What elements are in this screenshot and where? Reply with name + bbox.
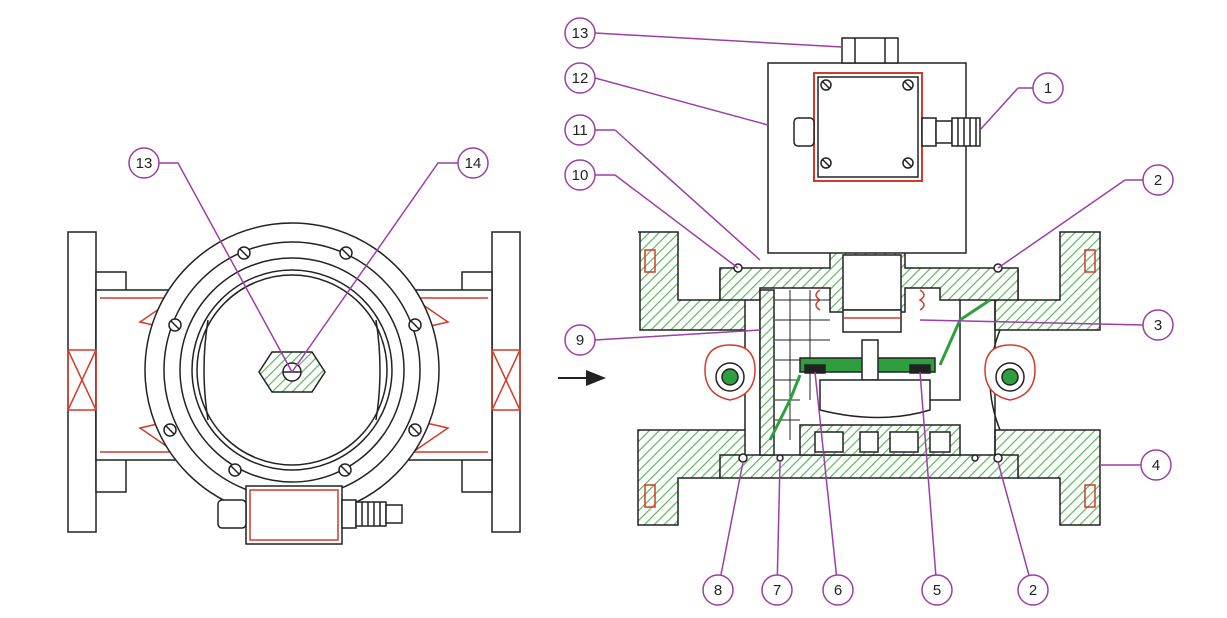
section-view — [637, 37, 1101, 526]
callout-right-3: 3 — [1142, 309, 1174, 341]
callout-right-4: 4 — [1140, 449, 1172, 481]
left-x-mark — [67, 349, 97, 411]
filter-element — [759, 289, 775, 456]
junction-box-bottom — [245, 485, 343, 545]
right-x-mark — [491, 349, 521, 411]
svg-text:6: 6 — [834, 582, 842, 599]
callout-left-14: 14 — [457, 147, 489, 179]
callout-right-8: 8 — [702, 574, 734, 606]
svg-text:2: 2 — [1029, 582, 1037, 599]
svg-text:7: 7 — [773, 582, 781, 599]
callout-right-2-bottom: 2 — [1017, 574, 1049, 606]
callout-left-13: 13 — [128, 147, 160, 179]
svg-text:5: 5 — [933, 582, 941, 599]
end-view — [67, 222, 521, 545]
svg-text:11: 11 — [572, 122, 588, 139]
svg-text:3: 3 — [1154, 317, 1162, 334]
left-flange-outer — [67, 231, 97, 533]
callout-right-7: 7 — [761, 574, 793, 606]
svg-text:13: 13 — [572, 25, 589, 42]
callout-right-9: 9 — [564, 324, 596, 356]
svg-text:4: 4 — [1152, 457, 1160, 474]
svg-text:8: 8 — [714, 582, 722, 599]
svg-text:2: 2 — [1154, 172, 1162, 189]
bolt-screws — [163, 246, 422, 477]
callout-right-2-top: 2 — [1142, 164, 1174, 196]
callout-right-13: 13 — [564, 17, 596, 49]
terminal-box — [813, 72, 923, 182]
right-flange-outer — [491, 231, 521, 533]
top-nut — [841, 37, 899, 64]
svg-text:12: 12 — [572, 70, 589, 87]
callout-right-1: 1 — [1032, 72, 1064, 104]
callout-right-6: 6 — [822, 574, 854, 606]
side-plugs — [704, 344, 1036, 401]
callout-right-11: 11 — [564, 114, 596, 146]
callout-right-12: 12 — [564, 62, 596, 94]
svg-text:1: 1 — [1044, 80, 1052, 97]
svg-text:10: 10 — [572, 167, 589, 184]
svg-text:13: 13 — [136, 155, 153, 172]
callout-right-5: 5 — [921, 574, 953, 606]
armature — [842, 254, 902, 311]
callout-right-10: 10 — [564, 159, 596, 191]
svg-text:9: 9 — [576, 332, 584, 349]
leader-lines — [159, 32, 1144, 591]
svg-text:14: 14 — [465, 155, 482, 172]
